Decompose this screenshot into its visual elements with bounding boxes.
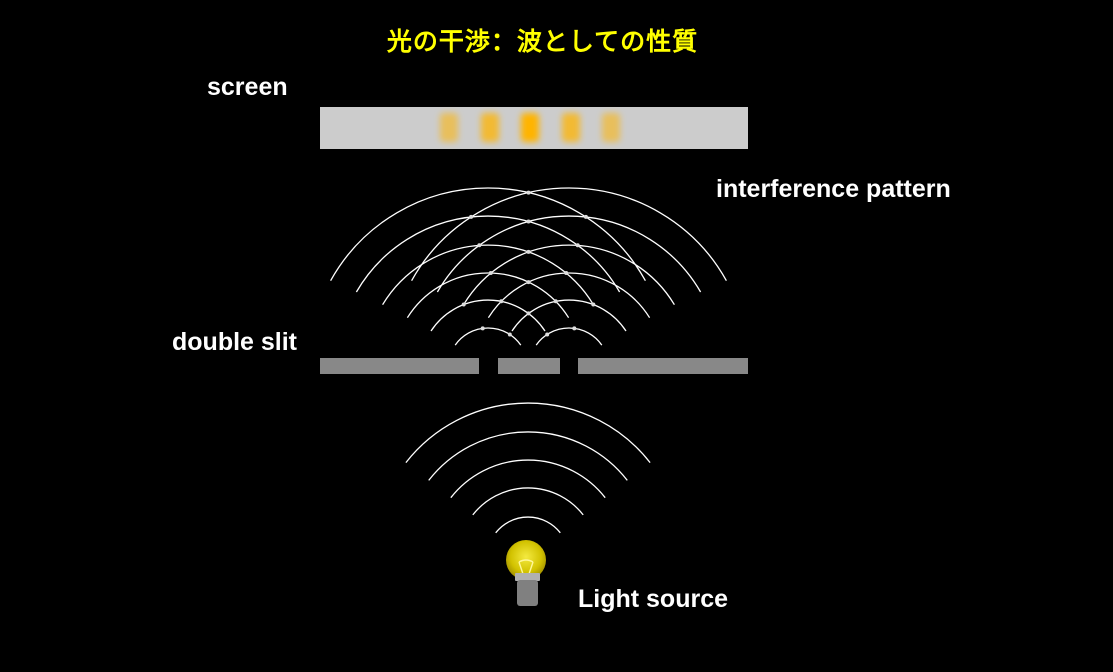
incident-wavefront xyxy=(405,402,651,464)
interference-fringe xyxy=(521,113,539,142)
diffracted-waves-right xyxy=(411,187,727,346)
interference-point xyxy=(499,299,504,304)
page-title: 光の干渉：波としての性質 xyxy=(386,27,699,56)
interference-point xyxy=(526,280,531,285)
interference-fringe xyxy=(481,113,499,142)
screen-label: screen xyxy=(207,73,288,101)
interference-point xyxy=(526,219,531,224)
interference-point xyxy=(488,271,493,275)
incident-wavefront xyxy=(472,487,584,516)
diffracted-wavefront-left xyxy=(330,187,646,282)
interference-point xyxy=(477,243,482,248)
diffracted-waves-left xyxy=(330,187,646,346)
interference-point xyxy=(575,243,580,248)
interference-fringe xyxy=(440,113,458,142)
diffracted-wavefront-right xyxy=(535,327,603,346)
incident-wavefront xyxy=(428,431,628,481)
interference-point xyxy=(526,311,531,316)
interference-point xyxy=(591,302,596,307)
diffracted-wavefront-left xyxy=(454,327,522,346)
diffracted-wavefront-right xyxy=(436,215,702,293)
diffracted-wavefront-left xyxy=(406,272,570,319)
slit-barrier-left xyxy=(320,358,479,374)
light-source-label: Light source xyxy=(578,585,729,613)
diffracted-wavefront-right xyxy=(511,299,627,332)
diffracted-wavefront-right xyxy=(463,244,675,306)
slit-barrier-right xyxy=(578,358,748,374)
light-bulb-icon xyxy=(506,540,546,606)
interference-points xyxy=(461,190,596,337)
diffracted-wavefront-left xyxy=(382,244,594,306)
interference-point xyxy=(507,332,512,337)
interference-point xyxy=(480,326,485,331)
slit-barrier-middle xyxy=(498,358,560,374)
diffracted-wavefront-right xyxy=(411,187,727,282)
incident-waves xyxy=(405,402,651,534)
interference-fringe xyxy=(562,113,580,142)
incident-wavefront xyxy=(495,516,561,534)
interference-fringe xyxy=(602,113,620,142)
interference-point xyxy=(564,271,569,275)
interference-point xyxy=(545,332,550,337)
interference-point xyxy=(526,249,531,254)
diffracted-wavefront-right xyxy=(487,272,651,319)
interference-point xyxy=(461,302,466,307)
interference-point xyxy=(583,214,588,219)
interference-point xyxy=(553,299,558,304)
interference-point xyxy=(526,190,531,195)
diffracted-wavefront-left xyxy=(355,215,621,293)
interference-point xyxy=(572,326,577,331)
double-slit-label: double slit xyxy=(172,328,297,356)
interference-pattern-label: interference pattern xyxy=(716,175,951,203)
interference-point xyxy=(469,214,474,219)
incident-wavefront xyxy=(450,459,606,499)
fringe-group xyxy=(440,113,620,142)
diffracted-wavefront-left xyxy=(430,299,546,332)
